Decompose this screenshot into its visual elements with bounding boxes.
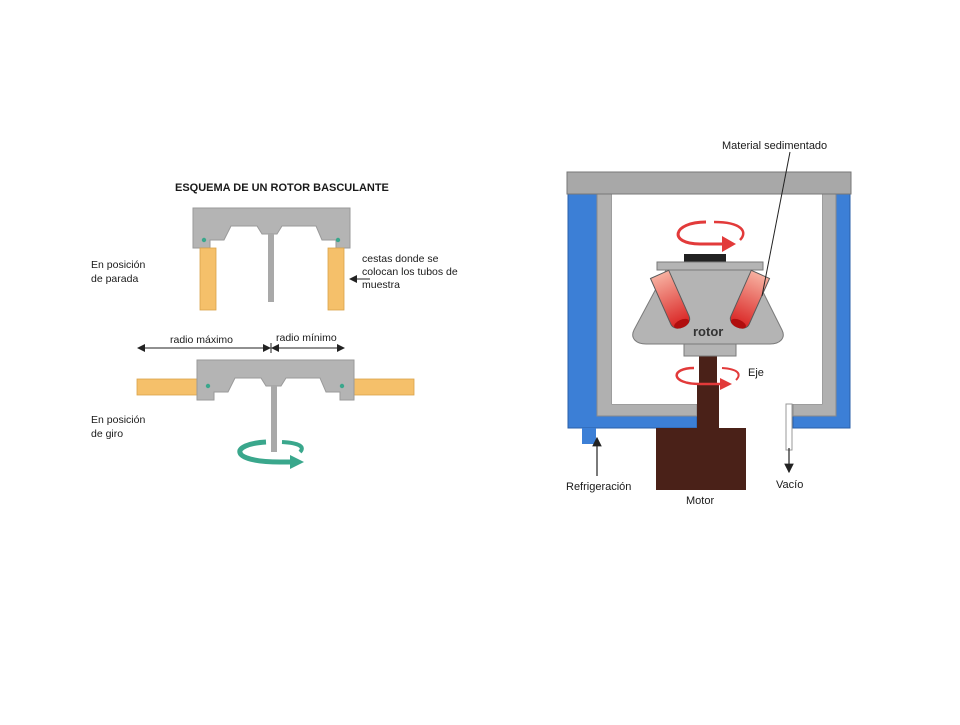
motor-label: Motor	[686, 495, 714, 507]
pivot-dot-right-spinning	[339, 383, 345, 389]
vacuum-label: Vacío	[776, 479, 803, 491]
baskets-label-line3: muestra	[362, 279, 400, 291]
rotor-shaft-spinning	[271, 386, 277, 452]
rotor-base	[683, 343, 737, 357]
basket-left-horizontal	[136, 378, 200, 396]
pivot-dot-left	[201, 237, 207, 243]
axis-rotation-back	[721, 367, 740, 381]
cooling-inlet-pipe	[582, 428, 596, 444]
rotor-head-spinning	[196, 359, 355, 401]
diagram-title: ESQUEMA DE UN ROTOR BASCULANTE	[175, 182, 389, 194]
axis-label: Eje	[748, 367, 764, 379]
basket-right-horizontal	[351, 378, 415, 396]
rotation-arrow-green-back	[281, 440, 304, 454]
stop-label-line2: de parada	[91, 273, 138, 285]
cooling-label: Refrigeración	[566, 481, 631, 493]
tube-right	[729, 269, 771, 329]
rotor-stopped	[192, 207, 351, 311]
sediment-label: Material sedimentado	[722, 140, 827, 152]
rotor-spinning	[136, 359, 415, 469]
baskets-label-line1: cestas donde se	[362, 253, 439, 265]
rotor-rotation-arrowhead	[722, 236, 736, 252]
rotation-arrowhead-green	[290, 455, 304, 469]
spin-label-line1: En posición	[91, 414, 145, 426]
axis-rotation-arrowhead	[720, 378, 732, 390]
basket-right	[327, 247, 345, 311]
rotor-top-plate	[656, 261, 764, 271]
rotation-arrow-green	[237, 439, 292, 465]
rotor-rotation-back	[713, 220, 745, 241]
sediment-pointer	[761, 151, 791, 297]
vacuum-pipe	[785, 403, 793, 451]
axis-rotation-arrow	[675, 366, 722, 386]
basket-left	[199, 247, 217, 311]
centrifuge-lid	[566, 171, 852, 195]
radius-min-label: radio mínimo	[276, 332, 337, 344]
spin-label-line2: de giro	[91, 428, 123, 440]
rotor-rotation-arrow	[676, 220, 724, 246]
pivot-dot-left-spinning	[205, 383, 211, 389]
swinging-rotor-diagram: ESQUEMA DE UN ROTOR BASCULANTE En posici…	[91, 182, 458, 469]
tube-left	[649, 269, 691, 329]
stop-label-line1: En posición	[91, 259, 145, 271]
radius-max-label: radio máximo	[170, 334, 233, 346]
motor-shaft	[697, 384, 719, 432]
axis-shaft	[699, 354, 717, 388]
motor-body	[656, 428, 746, 490]
rotor-label: rotor	[693, 324, 723, 339]
rotor-shaft	[268, 234, 274, 302]
centrifuge-diagram: Refrigeración Vacío Motor Eje rotor	[566, 140, 852, 507]
rotor-cap	[684, 254, 726, 262]
baskets-label-line2: colocan los tubos de	[362, 266, 458, 278]
pivot-dot-right	[335, 237, 341, 243]
